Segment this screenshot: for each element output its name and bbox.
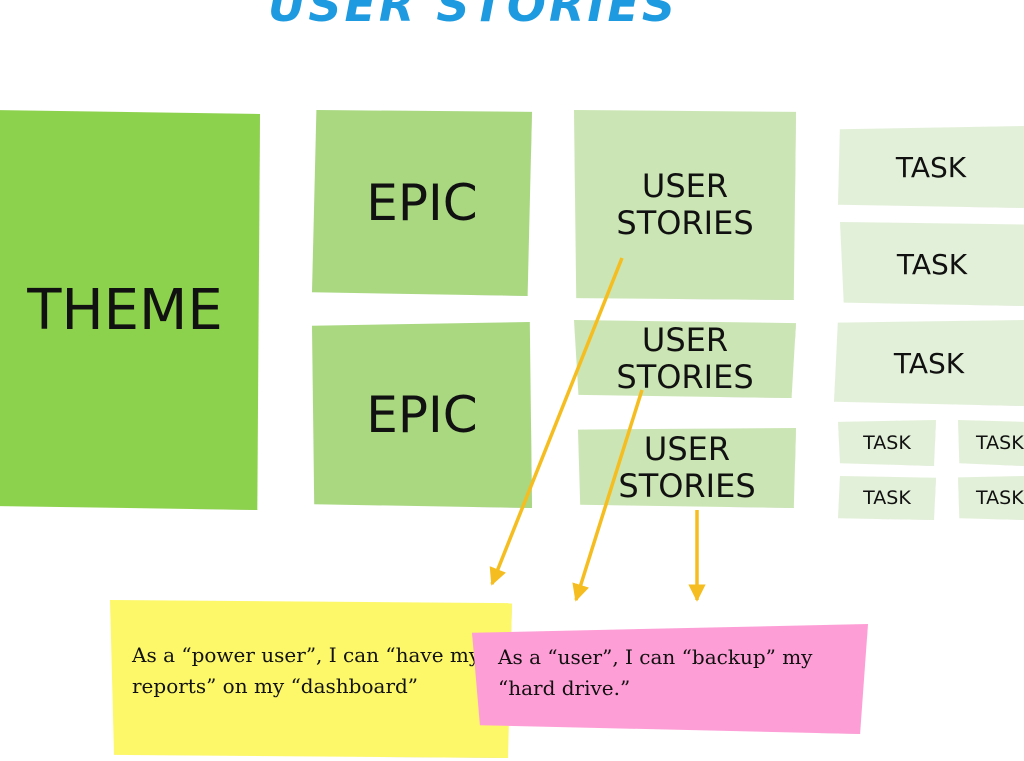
- task-note-1: TASK: [838, 126, 1024, 208]
- task-note-3: TASK: [834, 320, 1024, 406]
- user-story-line: STORIES: [616, 204, 754, 242]
- theme-note: THEME: [0, 110, 260, 510]
- task-note-small-3: TASK: [838, 476, 936, 520]
- user-story-note-3: USER STORIES: [578, 428, 796, 508]
- task-label: TASK: [976, 487, 1024, 509]
- story-card-text: As a “user”, I can “backup” my “hard dri…: [498, 645, 813, 700]
- task-note-small-4: TASK: [958, 476, 1024, 520]
- task-label: TASK: [863, 432, 911, 454]
- task-note-small-2: TASK: [958, 420, 1024, 466]
- task-note-2: TASK: [840, 222, 1024, 306]
- user-story-note-1: USER STORIES: [574, 110, 796, 300]
- page-title: USER STORIES: [268, 0, 679, 32]
- task-label: TASK: [896, 247, 968, 281]
- epic-note-1: EPIC: [312, 110, 532, 296]
- story-card-pink: As a “user”, I can “backup” my “hard dri…: [472, 624, 868, 734]
- user-story-line: USER: [641, 321, 729, 360]
- arrow-2: [572, 389, 644, 602]
- user-story-line: STORIES: [618, 467, 756, 505]
- theme-label: THEME: [27, 277, 223, 343]
- task-label: TASK: [863, 487, 911, 509]
- story-card-yellow: As a “power user”, I can “have my report…: [110, 600, 512, 758]
- task-label: TASK: [976, 432, 1024, 454]
- user-story-line: USER: [641, 167, 729, 206]
- epic-label: EPIC: [366, 386, 478, 444]
- user-story-line: USER: [643, 430, 731, 469]
- task-label: TASK: [893, 346, 965, 380]
- task-label: TASK: [895, 150, 967, 184]
- epic-note-2: EPIC: [312, 322, 532, 508]
- user-story-note-2: USER STORIES: [574, 320, 796, 398]
- arrow-1: [489, 257, 624, 586]
- story-card-text: As a “power user”, I can “have my report…: [132, 643, 481, 698]
- user-story-line: STORIES: [616, 358, 754, 396]
- epic-label: EPIC: [366, 174, 478, 232]
- task-note-small-1: TASK: [838, 420, 936, 466]
